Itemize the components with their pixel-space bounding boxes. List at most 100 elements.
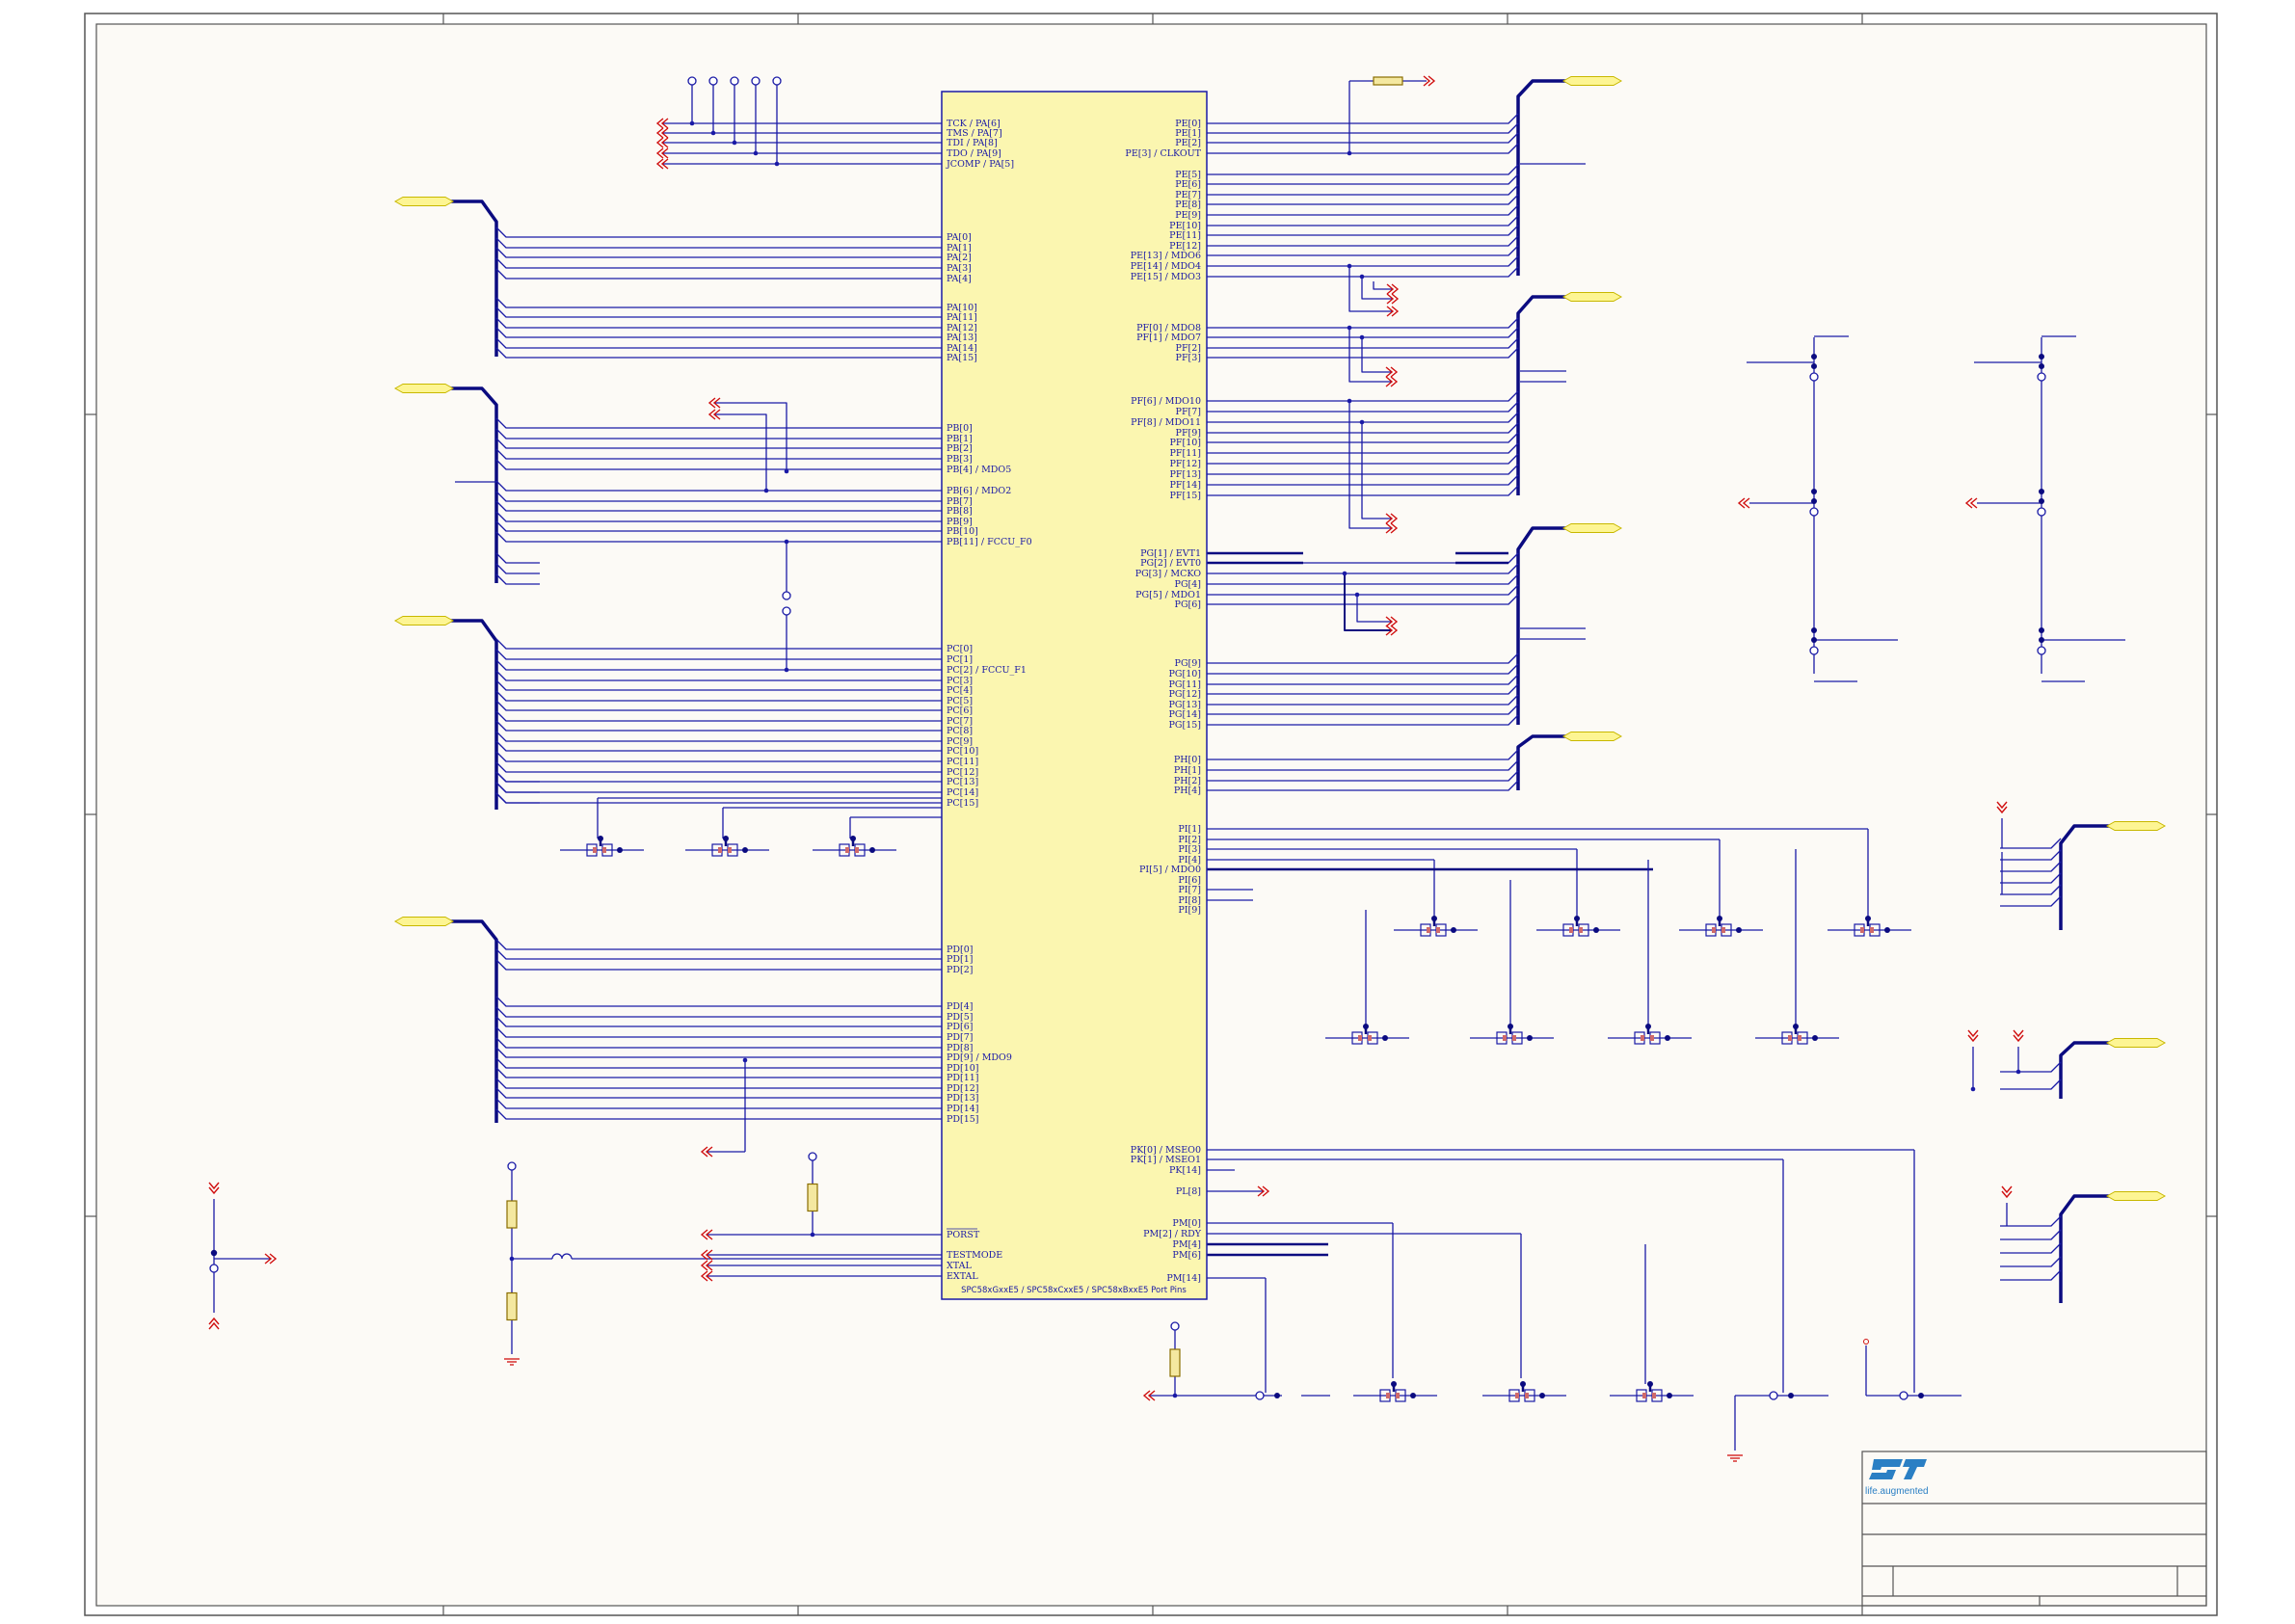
mcu-pin-label-left: XTAL [947,1261,972,1271]
power-flag-stroke [1391,293,1400,305]
mcu-pin-label-right: PF[8] / MDO11 [1131,417,1201,428]
mcu-pin-label-left: PC[2] / FCCU_F1 [947,665,1027,676]
mcu-pin-label-left: TDI / PA[8] [947,138,998,148]
test-point [782,591,791,600]
power-flag-stroke [1390,366,1399,378]
bus-entry-wire [495,751,942,762]
porst-power-flag [700,1229,713,1240]
jumper-contact [1788,1035,1792,1041]
power-flag-stroke [660,127,669,139]
j-left-flag-bot [208,1317,220,1330]
mcu-pin-label-left: PA[15] [947,353,977,363]
mcu-pin-label-left: PB[1] [947,434,973,444]
bus-entry-wire [495,740,942,752]
jumper-contact [1870,927,1874,933]
mcu-pin-label-left: PC[6] [947,706,973,716]
testmode-resistor-upper [506,1200,518,1229]
mcu-pin-label-right: PF[2] [1176,343,1201,354]
mcu-pin-label-right: PE[8] [1175,200,1201,210]
jtag-test-point [687,76,697,86]
mcu-right-pin-labels: PE[0]PE[1]PE[2]PE[3] / CLKOUTPE[5]PE[6]P… [1125,119,1201,1284]
mcu-pin-label-right: PF[9] [1176,428,1201,439]
bus-entry-wire [495,670,942,681]
mcu-pin-label-right: PI[7] [1178,885,1201,895]
power-flag-stroke [1742,497,1750,509]
jumper-pin [1593,927,1599,933]
mcu-pin-label-left: PB[3] [947,454,973,465]
mcu-pin-label-left: PC[8] [947,726,973,736]
jumper-contact [1860,927,1864,933]
power-flag-stroke [660,118,669,129]
pi-jumper-upper [1394,916,1478,937]
jumper-contact [718,847,722,853]
junction-dot [1347,325,1352,331]
power-flag-stroke [700,1270,708,1282]
mcu-pin-label-right: PL[8] [1176,1186,1201,1197]
power-flag-stroke [1385,376,1394,387]
power-flag-stroke [705,1270,713,1282]
bus-entry-wire [1207,584,1519,596]
header-pin-ring [1809,372,1819,382]
power-flag [1386,293,1400,305]
bus-entry-wire [1207,652,1519,664]
bus-entry-wire [495,306,942,318]
jtag-junction [753,150,759,156]
rbus-entry [2000,1242,2062,1254]
mcu-pin-label-left: PA[13] [947,333,977,343]
mcu-pin-label-left: PD[7] [947,1032,973,1043]
connector-pin-ring [209,1264,219,1273]
bus-entry-wire [1207,453,1519,465]
left-bus-trunk [445,619,498,810]
clkout-resistor [1373,76,1403,86]
jumper-contact [845,847,849,853]
mcu-pin-label-right: PF[7] [1176,407,1201,417]
power-flag-stroke [1391,306,1400,317]
power-flag-stroke [705,1229,713,1240]
power-flag-stroke [208,1182,220,1190]
bus-entry-wire [495,428,942,439]
header-pin [2039,363,2044,369]
bus-entry-wire [495,1067,942,1078]
bus-entry-wire [495,448,942,460]
bus-entry-wire [495,531,942,543]
jumper-pin [617,847,623,853]
jtag-power-flag [655,127,669,139]
bus-entry-wire [495,347,942,359]
mcu-pin-label-left: PD[9] / MDO9 [947,1052,1012,1063]
mcu-pin-label-left: PB[9] [947,517,973,527]
power-flag-stroke [1386,306,1395,317]
power-flag-stroke [660,158,669,170]
mcu-pin-label-left: PD[6] [947,1022,973,1032]
bus-entry-wire [495,638,942,650]
bus-entry-wire [1207,337,1519,349]
power-flag-stroke [705,1249,713,1261]
power-flag-stroke [705,1260,713,1271]
power-flag-stroke [264,1253,273,1265]
left-bus-trunk [445,919,498,1123]
pm-resistor [1169,1348,1181,1377]
bus-entry-wire [495,690,942,702]
pb-power-flag [707,409,721,420]
mcu-pin-label-left: PC[10] [947,746,978,757]
bus-entry-wire [1207,749,1519,760]
power-flag [1385,513,1399,524]
power-flag-stroke [2001,1185,2013,1194]
power-flag-stroke [700,1229,708,1240]
header-pin [1811,489,1817,494]
left-bus-port [393,616,455,626]
header-pin [1811,363,1817,369]
power-flag-stroke [1142,1390,1151,1401]
bus-entry-wire [495,1108,942,1120]
bus-entry-wire [495,731,942,742]
mcu-pin-label-right: PE[6] [1175,179,1201,190]
bus-stub [495,782,540,793]
header-pin [1811,627,1817,633]
bus-entry-wire [1207,164,1519,175]
right-bus-port [1561,292,1623,302]
rbus-entry [2000,849,2062,861]
power-flag-stroke [1390,625,1399,636]
bus-entry-wire [1207,464,1519,475]
power-flag-stroke [1428,75,1436,87]
power-flag-stroke [1967,1029,1979,1038]
